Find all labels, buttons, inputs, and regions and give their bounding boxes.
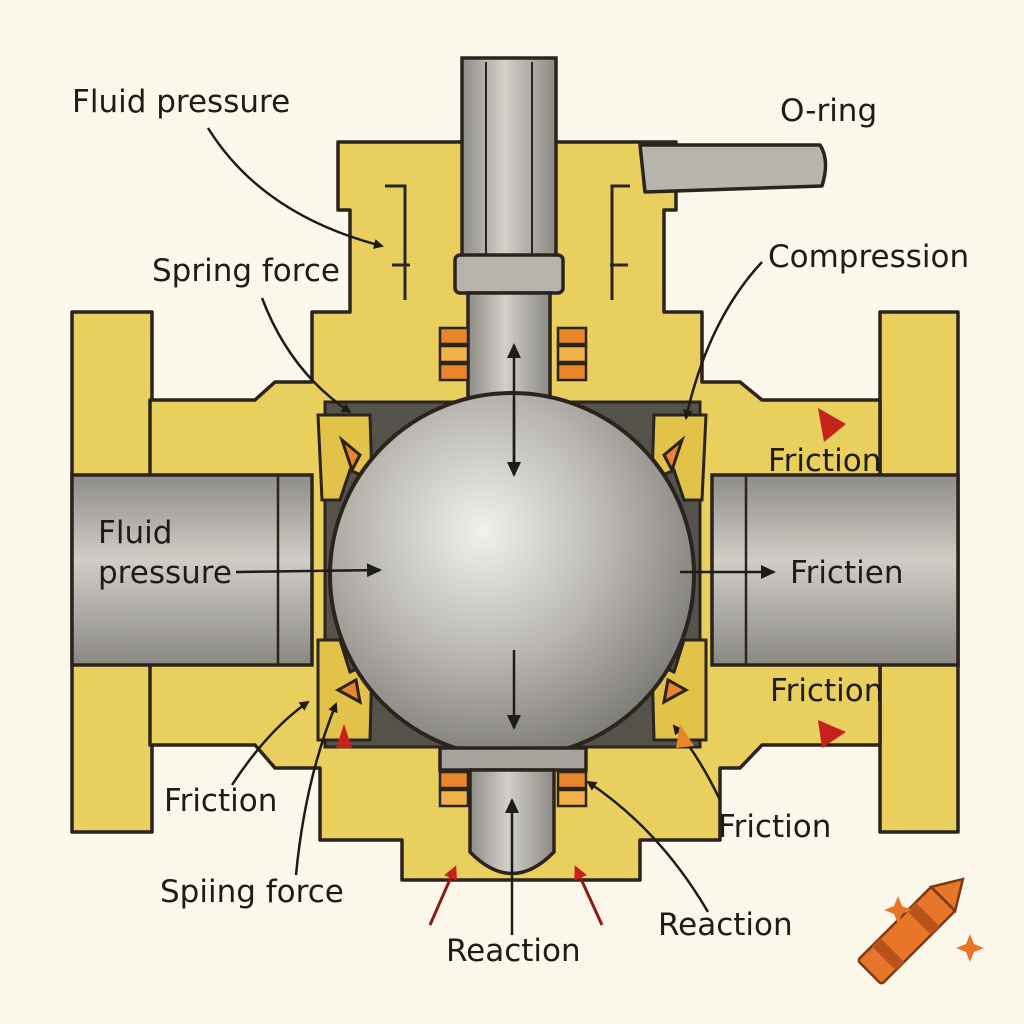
- label-spiing-force: Spiing force: [160, 874, 344, 910]
- crayon-icon: [857, 877, 965, 985]
- label-compression: Compression: [768, 239, 970, 275]
- label-reaction-right: Reaction: [658, 907, 793, 943]
- force-arrows: [235, 343, 776, 935]
- lever-handle: [638, 143, 828, 194]
- label-friction-right-lower: Friction: [770, 673, 884, 709]
- label-reaction-bottom: Reaction: [446, 933, 581, 969]
- stem: [453, 56, 565, 405]
- label-friction-left-lower: Friction: [164, 783, 278, 819]
- label-spring-force-top: Spring force: [152, 253, 340, 289]
- label-fluid-pressure-top: Fluid pressure: [72, 84, 291, 120]
- label-friction-bottom-right: Friction: [718, 809, 832, 845]
- seat-right: [650, 413, 708, 742]
- label-friction-right-upper: Friction: [768, 443, 882, 479]
- leader-lines: [206, 127, 763, 913]
- right-pipe: [710, 473, 960, 667]
- trunnion: [438, 746, 588, 876]
- label-o-ring: O-ring: [780, 93, 878, 129]
- red-arrows: [336, 408, 846, 926]
- left-pipe: [70, 473, 314, 667]
- label-fluid-left-line1: Fluid: [98, 515, 173, 551]
- body-details: [385, 184, 630, 300]
- ball: [328, 391, 696, 759]
- stem-packing: [438, 326, 588, 382]
- pipes: [70, 473, 960, 667]
- sparkle-icon: [884, 896, 984, 962]
- label-frictien-right: Frictien: [790, 555, 904, 591]
- label-fluid-left-line2: pressure: [98, 555, 232, 591]
